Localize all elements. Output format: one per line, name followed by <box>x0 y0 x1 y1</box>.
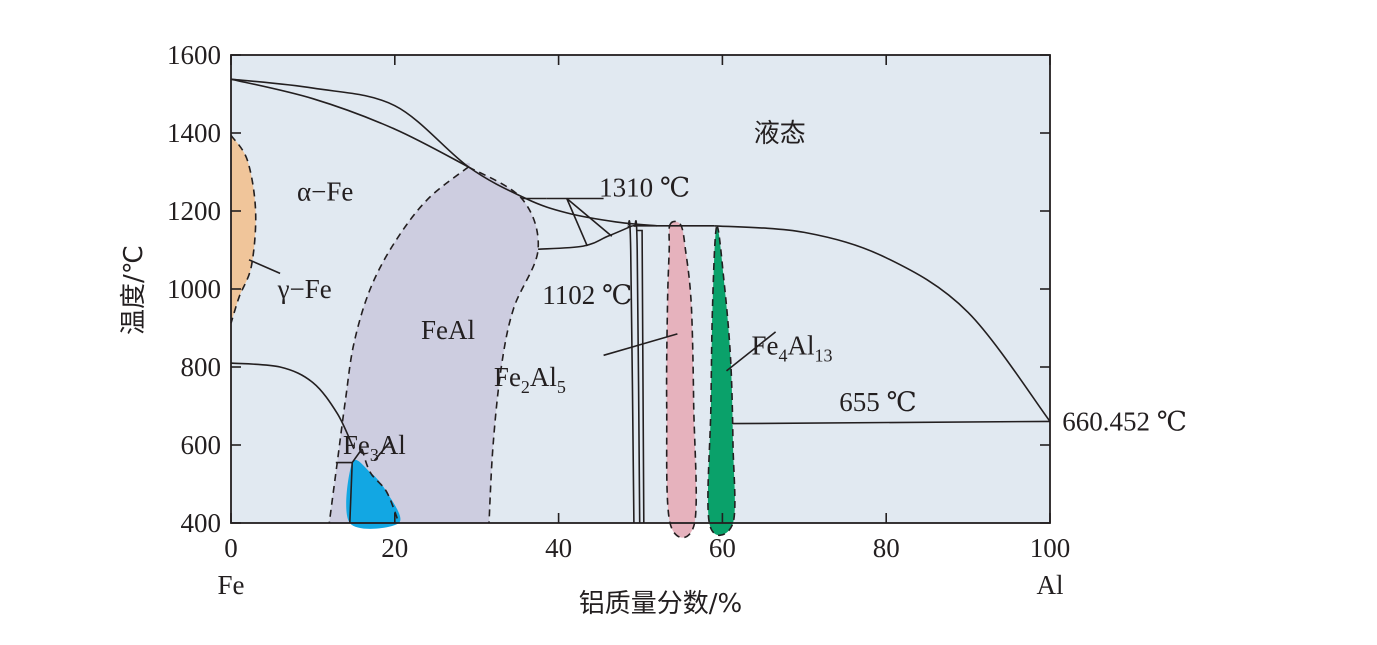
fe2al5-label: Fe2Al5 <box>494 362 566 397</box>
magnetic-transition-line <box>230 362 355 450</box>
fe4al13-leader-line <box>726 331 777 372</box>
fe-al2-left-line <box>627 220 635 524</box>
fe3al-leader-line <box>373 440 392 462</box>
phase-epsilon-lower-line <box>538 225 633 250</box>
phase-epsilon-right-line <box>566 197 613 237</box>
fe3al-right-dashed-line <box>361 448 400 524</box>
alpha-feal-boundary-line <box>328 166 469 524</box>
eutectic-655-line <box>732 420 1051 425</box>
y-tick-label: 1200 <box>167 196 221 226</box>
fe4al13-region <box>707 226 735 536</box>
liquidus-al-side-line <box>714 225 1051 422</box>
x-tick-label: 20 <box>381 533 408 563</box>
temp-1102-label: 1102 ℃ <box>542 280 632 310</box>
phase-epsilon-left-line <box>566 198 589 247</box>
gamma-fe-label: γ−Fe <box>277 274 332 304</box>
fe2al5-leader-line <box>603 333 678 357</box>
feal-region <box>329 162 539 524</box>
fe3al-region <box>346 459 401 529</box>
gamma-fe-region <box>231 135 256 324</box>
gamma-loop-line <box>230 134 257 324</box>
temp-660-label: 660.452 ℃ <box>1062 407 1187 437</box>
y-tick-label: 800 <box>181 352 222 382</box>
x-axis-title: 铝质量分数/% <box>579 589 742 619</box>
y-tick-label: 1600 <box>167 40 221 70</box>
liquid-region-label: 液态 <box>754 119 806 149</box>
x-tick-label: 0 <box>224 533 238 563</box>
x-tick-label: 60 <box>709 533 736 563</box>
x-tick-label: 100 <box>1030 533 1071 563</box>
x-tick-label: 80 <box>873 533 900 563</box>
y-tick-label: 400 <box>181 508 222 538</box>
gamma-leader-line <box>248 259 281 275</box>
y-tick-label: 1000 <box>167 274 221 304</box>
fe3al-left-line <box>349 462 353 524</box>
x-tick-label: 40 <box>545 533 572 563</box>
fe3al-label: Fe3Al <box>343 430 406 465</box>
fe2al5-left-bound-line <box>636 229 645 524</box>
temp-1310-label: 1310 ℃ <box>599 173 690 203</box>
fe4al13-label: Fe4Al13 <box>752 331 833 366</box>
solidus-alpha-line <box>230 78 469 168</box>
liquidus-fe-side-line <box>230 78 657 227</box>
fe-al2-right-line <box>634 220 641 524</box>
y-tick-label: 1400 <box>167 118 221 148</box>
fe2al5-region <box>666 221 697 538</box>
x-end-label-fe: Fe <box>218 570 245 600</box>
y-axis-title: 温度/℃ <box>119 245 149 335</box>
alpha-fe-label: α−Fe <box>297 177 353 207</box>
x-end-label-al: Al <box>1037 570 1064 600</box>
temp-655-label: 655 ℃ <box>839 387 916 417</box>
y-tick-label: 600 <box>181 430 222 460</box>
fe4al13-outline <box>707 225 736 536</box>
feal-label: FeAl <box>421 315 475 345</box>
